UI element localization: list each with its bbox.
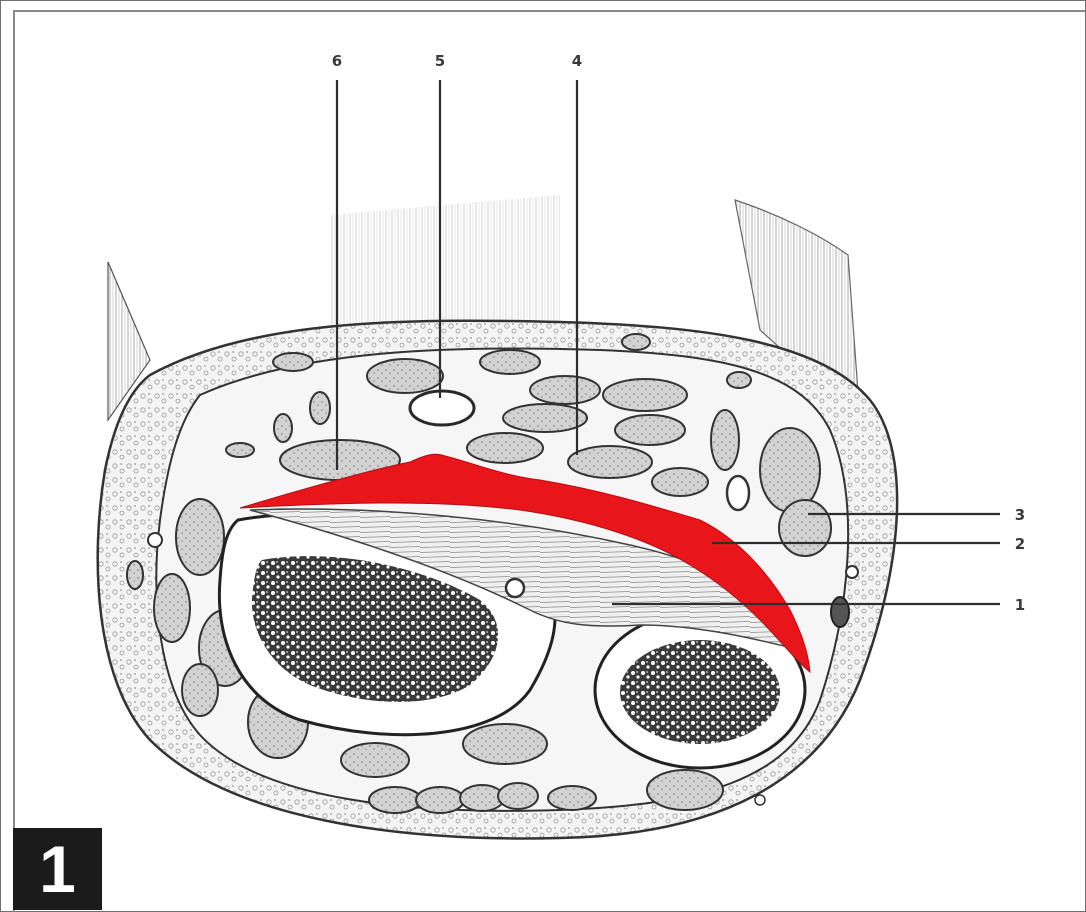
tendon: [652, 468, 708, 496]
rim-vessel: [755, 795, 765, 805]
rim-vessel: [846, 566, 858, 578]
tendon: [182, 664, 218, 716]
structure-5-lumen: [410, 391, 474, 425]
rim-vessel: [226, 443, 254, 457]
small-bone-marrow: [620, 640, 780, 744]
tendon: [503, 404, 587, 432]
callout-3: 3: [1015, 506, 1025, 524]
rim-vessel: [148, 533, 162, 547]
rim-vessel: [622, 334, 650, 350]
rim-vessel: [727, 372, 751, 388]
rim-vessel: [273, 353, 313, 371]
tendon: [467, 433, 543, 463]
callout-4: 4: [572, 52, 582, 70]
rim-vessel: [310, 392, 330, 424]
tendon: [416, 787, 464, 813]
vessel-lumen: [727, 476, 749, 510]
rim-vessel: [831, 597, 849, 627]
tendon: [480, 350, 540, 374]
callout-2: 2: [1015, 535, 1025, 553]
tendon: [530, 376, 600, 404]
tendon: [548, 786, 596, 810]
tendon: [498, 783, 538, 809]
muscle-bundle: [760, 428, 820, 512]
tendon: [647, 770, 723, 810]
callout-6: 6: [332, 52, 342, 70]
rim-vessel: [274, 414, 292, 442]
tendon: [341, 743, 409, 777]
callout-1: 1: [1015, 596, 1025, 614]
tendon: [603, 379, 687, 411]
tendon: [615, 415, 685, 445]
callout-5: 5: [435, 52, 445, 70]
tendon: [154, 574, 190, 642]
muscle-bundle: [779, 500, 831, 556]
interosseous-vessel: [506, 579, 524, 597]
tendon: [367, 359, 443, 393]
tendon: [369, 787, 421, 813]
rim-vessel: [127, 561, 143, 589]
limb-back-surface: [330, 195, 560, 340]
tendon: [568, 446, 652, 478]
tendon: [711, 410, 739, 470]
tendon: [176, 499, 224, 575]
tendon: [463, 724, 547, 764]
figure-number-badge: 1: [13, 828, 102, 910]
